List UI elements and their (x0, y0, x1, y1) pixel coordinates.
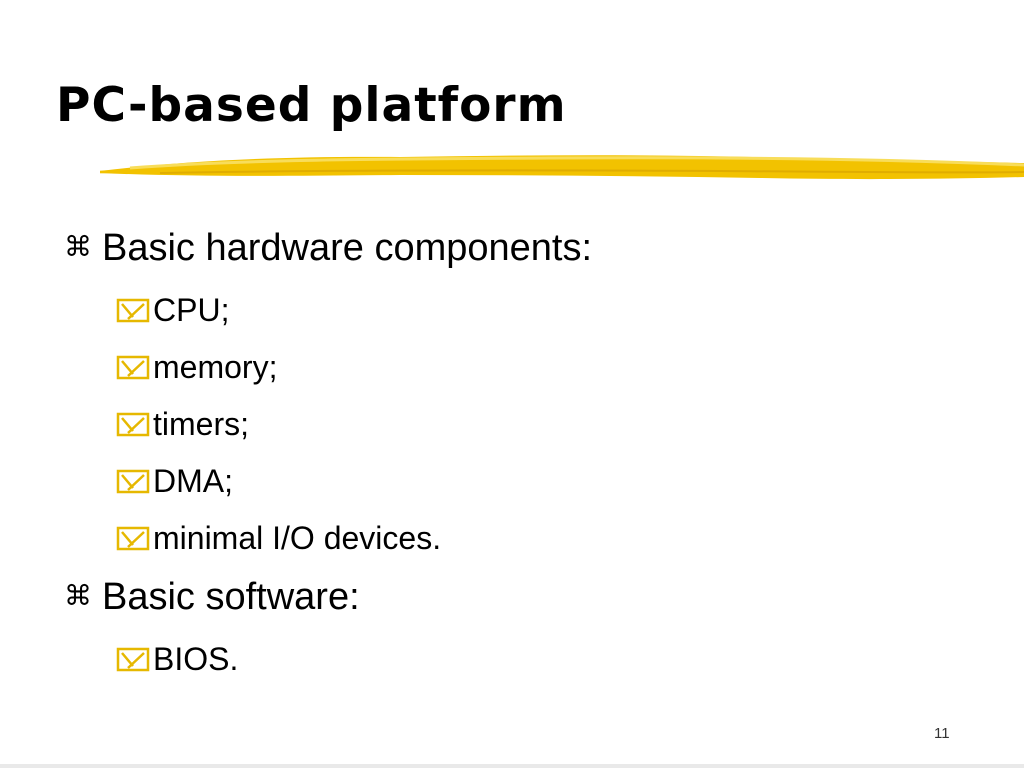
bullet-text: Basic software: (102, 575, 360, 618)
checkbox-y-icon (116, 647, 150, 672)
subbullet-text: BIOS. (153, 641, 239, 677)
bullet-hardware-components: ⌘ Basic hardware components: (64, 222, 984, 274)
checkbox-y-icon (116, 298, 150, 323)
subbullet-text: memory; (153, 349, 278, 385)
bottom-divider (0, 764, 1024, 768)
checkbox-y-icon (116, 412, 150, 437)
subbullet-text: CPU; (153, 292, 230, 328)
command-key-icon: ⌘ (64, 580, 92, 611)
command-key-icon: ⌘ (64, 231, 92, 262)
bullet-basic-software: ⌘ Basic software: (64, 571, 984, 623)
subbullet-cpu: CPU; (64, 282, 984, 339)
subbullet-text: timers; (153, 406, 249, 442)
title-underline-brush (100, 155, 1024, 180)
subbullet-timers: timers; (64, 396, 984, 453)
subbullet-bios: BIOS. (64, 631, 984, 688)
subbullet-text: minimal I/O devices. (153, 520, 442, 556)
checkbox-y-icon (116, 355, 150, 380)
bullet-list: ⌘ Basic hardware components: CPU; memory… (64, 222, 984, 688)
subbullet-io-devices: minimal I/O devices. (64, 510, 984, 567)
slide-title: PC-based platform (56, 78, 567, 133)
checkbox-y-icon (116, 526, 150, 551)
subbullet-text: DMA; (153, 463, 233, 499)
subbullet-dma: DMA; (64, 453, 984, 510)
checkbox-y-icon (116, 469, 150, 494)
subbullet-memory: memory; (64, 339, 984, 396)
page-number: 11 (934, 725, 950, 742)
bullet-text: Basic hardware components: (102, 226, 593, 269)
